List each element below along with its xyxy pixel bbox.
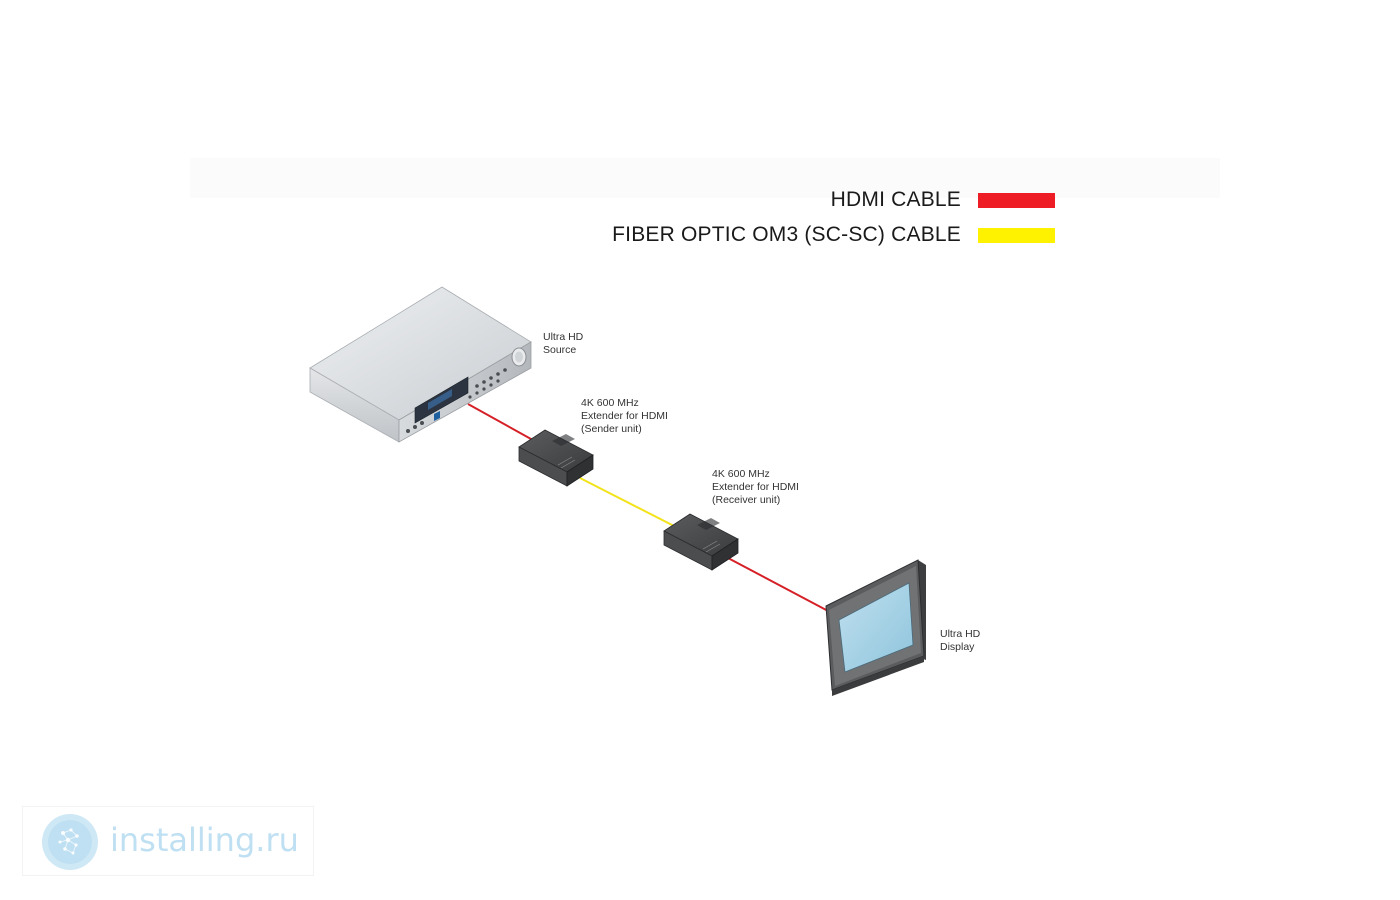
display-device-icon bbox=[825, 559, 926, 696]
legend-item-hdmi: HDMI CABLE bbox=[831, 187, 1055, 213]
hdmi-cable-source-to-sender bbox=[467, 403, 541, 445]
legend-swatch-hdmi bbox=[978, 192, 1055, 208]
sender-label-line3: (Sender unit) bbox=[581, 423, 642, 435]
watermark-text: installing.ru bbox=[110, 821, 299, 859]
legend-item-fiber: FIBER OPTIC OM3 (SC-SC) CABLE bbox=[612, 222, 1055, 248]
receiver-label-line2: Extender for HDMI bbox=[712, 481, 799, 493]
sender-label-line1: 4K 600 MHz bbox=[581, 397, 639, 409]
legend-label-hdmi: HDMI CABLE bbox=[830, 188, 961, 211]
header-band bbox=[190, 158, 1220, 198]
fiber-cable-sender-to-receiver bbox=[579, 477, 677, 528]
receiver-label: 4K 600 MHz Extender for HDMI (Receiver u… bbox=[712, 468, 799, 507]
sender-label: 4K 600 MHz Extender for HDMI (Sender uni… bbox=[581, 397, 668, 436]
source-device-icon bbox=[309, 286, 532, 443]
display-label-line1: Ultra HD bbox=[940, 628, 981, 640]
watermark[interactable]: installing.ru bbox=[22, 806, 314, 876]
receiver-label-line1: 4K 600 MHz bbox=[712, 468, 770, 480]
source-label: Ultra HD Source bbox=[543, 331, 583, 357]
display-label-line2: Display bbox=[940, 641, 975, 653]
sender-extender-icon bbox=[518, 429, 594, 487]
sender-label-line2: Extender for HDMI bbox=[581, 410, 668, 422]
source-label-line2: Source bbox=[543, 344, 577, 356]
cables bbox=[467, 403, 831, 613]
display-label: Ultra HD Display bbox=[940, 628, 980, 654]
receiver-label-line3: (Receiver unit) bbox=[712, 494, 781, 506]
legend-label-fiber: FIBER OPTIC OM3 (SC-SC) CABLE bbox=[612, 223, 961, 246]
source-label-line1: Ultra HD bbox=[543, 331, 584, 343]
receiver-extender-icon bbox=[663, 513, 739, 571]
legend-swatch-fiber bbox=[978, 227, 1055, 243]
globe-logo-icon bbox=[42, 814, 98, 870]
hdmi-cable-receiver-to-display bbox=[727, 557, 831, 613]
